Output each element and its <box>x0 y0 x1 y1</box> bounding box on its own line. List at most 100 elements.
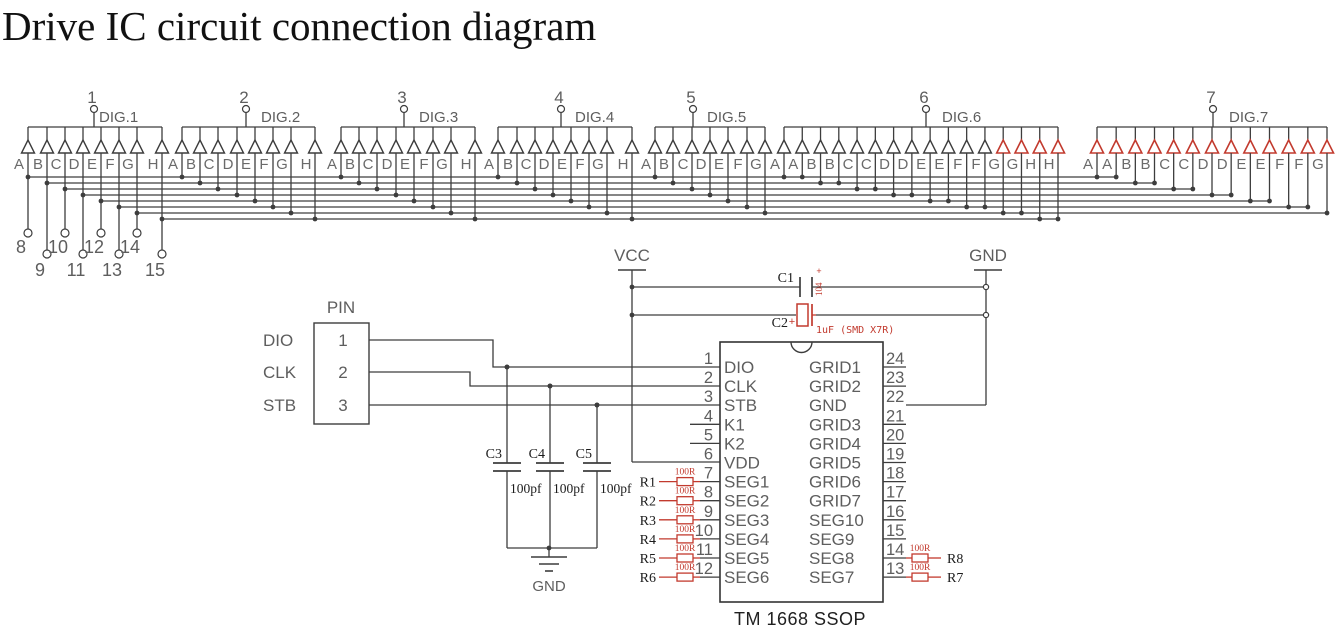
segment-pin-number: 11 <box>67 260 86 280</box>
capacitor-label: C5 <box>576 447 592 462</box>
diode-symbol <box>509 138 525 154</box>
resistor-label: R7 <box>947 571 963 586</box>
junction-dot <box>799 174 805 180</box>
junction-dot <box>338 174 344 180</box>
led-diode-symbol-red <box>1165 138 1182 154</box>
ic-pin-number: 1 <box>704 350 713 368</box>
junction-dot <box>586 204 592 210</box>
ic-pin-name: GRID2 <box>809 377 861 396</box>
segment-letter: B <box>503 156 513 173</box>
diode-symbol <box>174 138 190 154</box>
digit-name-label: DIG.5 <box>707 109 746 126</box>
segment-letter: E <box>400 156 410 173</box>
junction-dot <box>909 192 915 198</box>
resistor-value: 100R <box>675 544 696 554</box>
digit-pin-number: 5 <box>686 88 695 107</box>
segment-letter: F <box>971 156 980 173</box>
terminal-circle <box>688 104 698 114</box>
junction-dot <box>1324 210 1330 216</box>
segment-letter: H <box>1044 156 1055 173</box>
segment-letter: H <box>148 156 159 173</box>
junction-dot <box>872 186 878 192</box>
segment-letter: A <box>1102 156 1112 173</box>
segment-letter: F <box>575 156 584 173</box>
terminal-circle <box>399 104 409 114</box>
ic-pin-name: CLK <box>724 377 758 396</box>
capacitor-label: C4 <box>529 447 545 462</box>
diode-symbol <box>599 138 615 154</box>
capacitor-body <box>796 303 809 327</box>
segment-letter: B <box>1140 156 1150 173</box>
junction-dot <box>159 216 165 222</box>
led-diode-symbol-red <box>1319 138 1335 154</box>
led-diode-symbol-red <box>1280 138 1297 154</box>
led-diode-symbol-red <box>1089 138 1105 154</box>
diode-symbol <box>977 138 993 154</box>
diode-symbol <box>665 138 681 154</box>
resistor-label: R3 <box>640 514 656 529</box>
segment-letter: E <box>1236 156 1246 173</box>
ic-pin-name: K2 <box>724 434 745 453</box>
segment-letter: D <box>539 156 550 173</box>
capacitor-label: C2 <box>772 316 788 331</box>
diode-symbol <box>388 138 404 154</box>
diode-symbol <box>885 138 902 154</box>
led-diode-symbol-red <box>1108 138 1124 154</box>
junction-dot <box>80 192 86 198</box>
ic-pin-name: GRID4 <box>809 434 861 453</box>
ic-pin-number: 4 <box>704 407 713 425</box>
segment-letter: A <box>327 156 337 173</box>
capacitor-label: C1 <box>778 271 794 286</box>
diode-symbol <box>39 138 55 154</box>
ic-pin-name: SEG6 <box>724 568 769 587</box>
capacitor-value: 100pf <box>510 481 542 496</box>
diode-symbol <box>702 138 718 154</box>
segment-letter: D <box>1217 156 1228 173</box>
junction-dot <box>744 204 750 210</box>
junction-dot <box>234 192 240 198</box>
resistor-body <box>676 534 694 544</box>
connector-pin-number: 1 <box>338 331 347 350</box>
digit-pin-number: 6 <box>919 88 928 107</box>
resistor-label: R6 <box>640 571 656 586</box>
segment-letter: F <box>105 156 114 173</box>
ic-pin-number: 6 <box>704 446 713 464</box>
diode-symbol <box>192 138 208 154</box>
connector-pin-number: 3 <box>338 396 347 415</box>
segment-letter: B <box>186 156 196 173</box>
ic-pin-name: SEG8 <box>809 549 854 568</box>
ic-pin-name: GND <box>809 396 847 415</box>
segment-letter: C <box>843 156 854 173</box>
segment-letter: G <box>276 156 288 173</box>
junction-dot <box>495 174 501 180</box>
segment-letter: C <box>521 156 532 173</box>
segment-letter: A <box>1083 156 1093 173</box>
diode-symbol <box>307 138 323 154</box>
resistor-body <box>911 572 929 582</box>
resistor-value: 100R <box>675 563 696 573</box>
junction-dot <box>1209 192 1215 198</box>
led-diode-symbol-red <box>995 138 1011 154</box>
junction-dot <box>448 210 454 216</box>
ic-pin-name: SEG10 <box>809 511 864 530</box>
junction-dot <box>134 210 140 216</box>
connector-signal-label: CLK <box>263 363 297 382</box>
junction-dot <box>197 180 203 186</box>
diode-symbol <box>581 138 597 154</box>
diode-symbol <box>624 138 640 154</box>
ic-pin-number: 8 <box>704 484 713 502</box>
ic-name: TM 1668 SSOP <box>734 609 866 629</box>
junction-dot <box>116 204 122 210</box>
segment-letter: D <box>1198 156 1209 173</box>
junction-dot <box>670 180 676 186</box>
capacitor-value: 100pf <box>600 481 632 496</box>
led-diode-symbol-red <box>1127 138 1144 154</box>
segment-letter: F <box>733 156 742 173</box>
segment-letter: C <box>363 156 374 173</box>
resistor-body <box>676 515 694 525</box>
ic-pin-name: GRID1 <box>809 358 861 377</box>
ic-pin-number: 16 <box>886 503 904 521</box>
segment-letter: A <box>770 156 780 173</box>
terminal-circle <box>78 249 88 259</box>
